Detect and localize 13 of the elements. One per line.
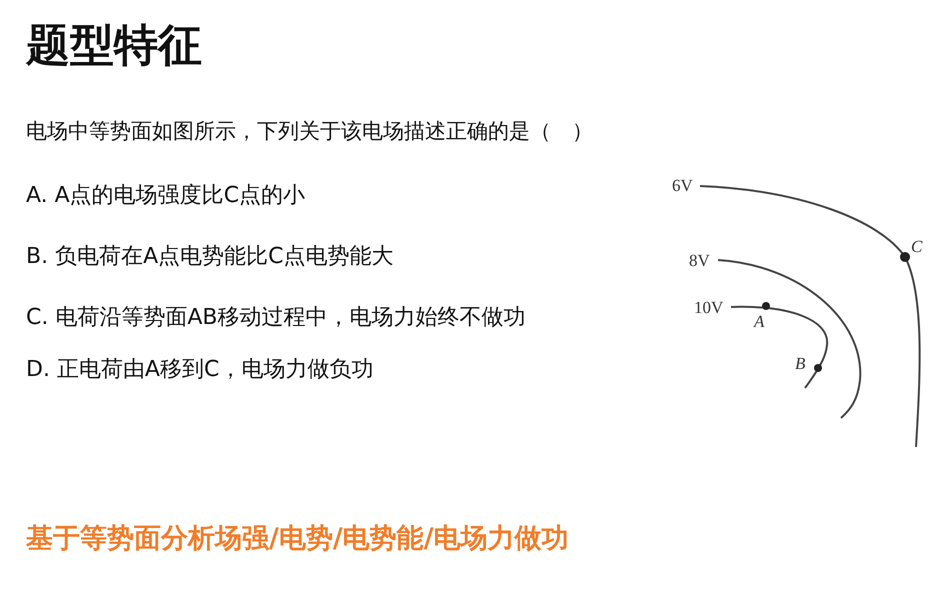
question-text: 电场中等势面如图所示，下列关于该电场描述正确的是（ ） — [26, 118, 593, 145]
title: 题型特征 — [26, 19, 202, 73]
diagram-label: 8V — [689, 251, 710, 271]
diagram-label: 10V — [694, 298, 724, 318]
answer-option: C. 电荷沿等势面AB移动过程中，电场力始终不做功 — [26, 302, 526, 332]
diagram-label: A — [754, 312, 764, 332]
caption: 基于等势面分析场强/电势/电势能/电场力做功 — [26, 522, 569, 556]
answer-option: A. A点的电场强度比C点的小 — [26, 180, 306, 210]
diagram-label: 6V — [672, 176, 693, 196]
diagram-label: B — [795, 354, 806, 374]
answer-option: B. 负电荷在A点电势能比C点电势能大 — [26, 241, 394, 271]
answer-option: D. 正电荷由A移到C，电场力做负功 — [26, 354, 374, 384]
diagram-label: C — [911, 237, 922, 257]
